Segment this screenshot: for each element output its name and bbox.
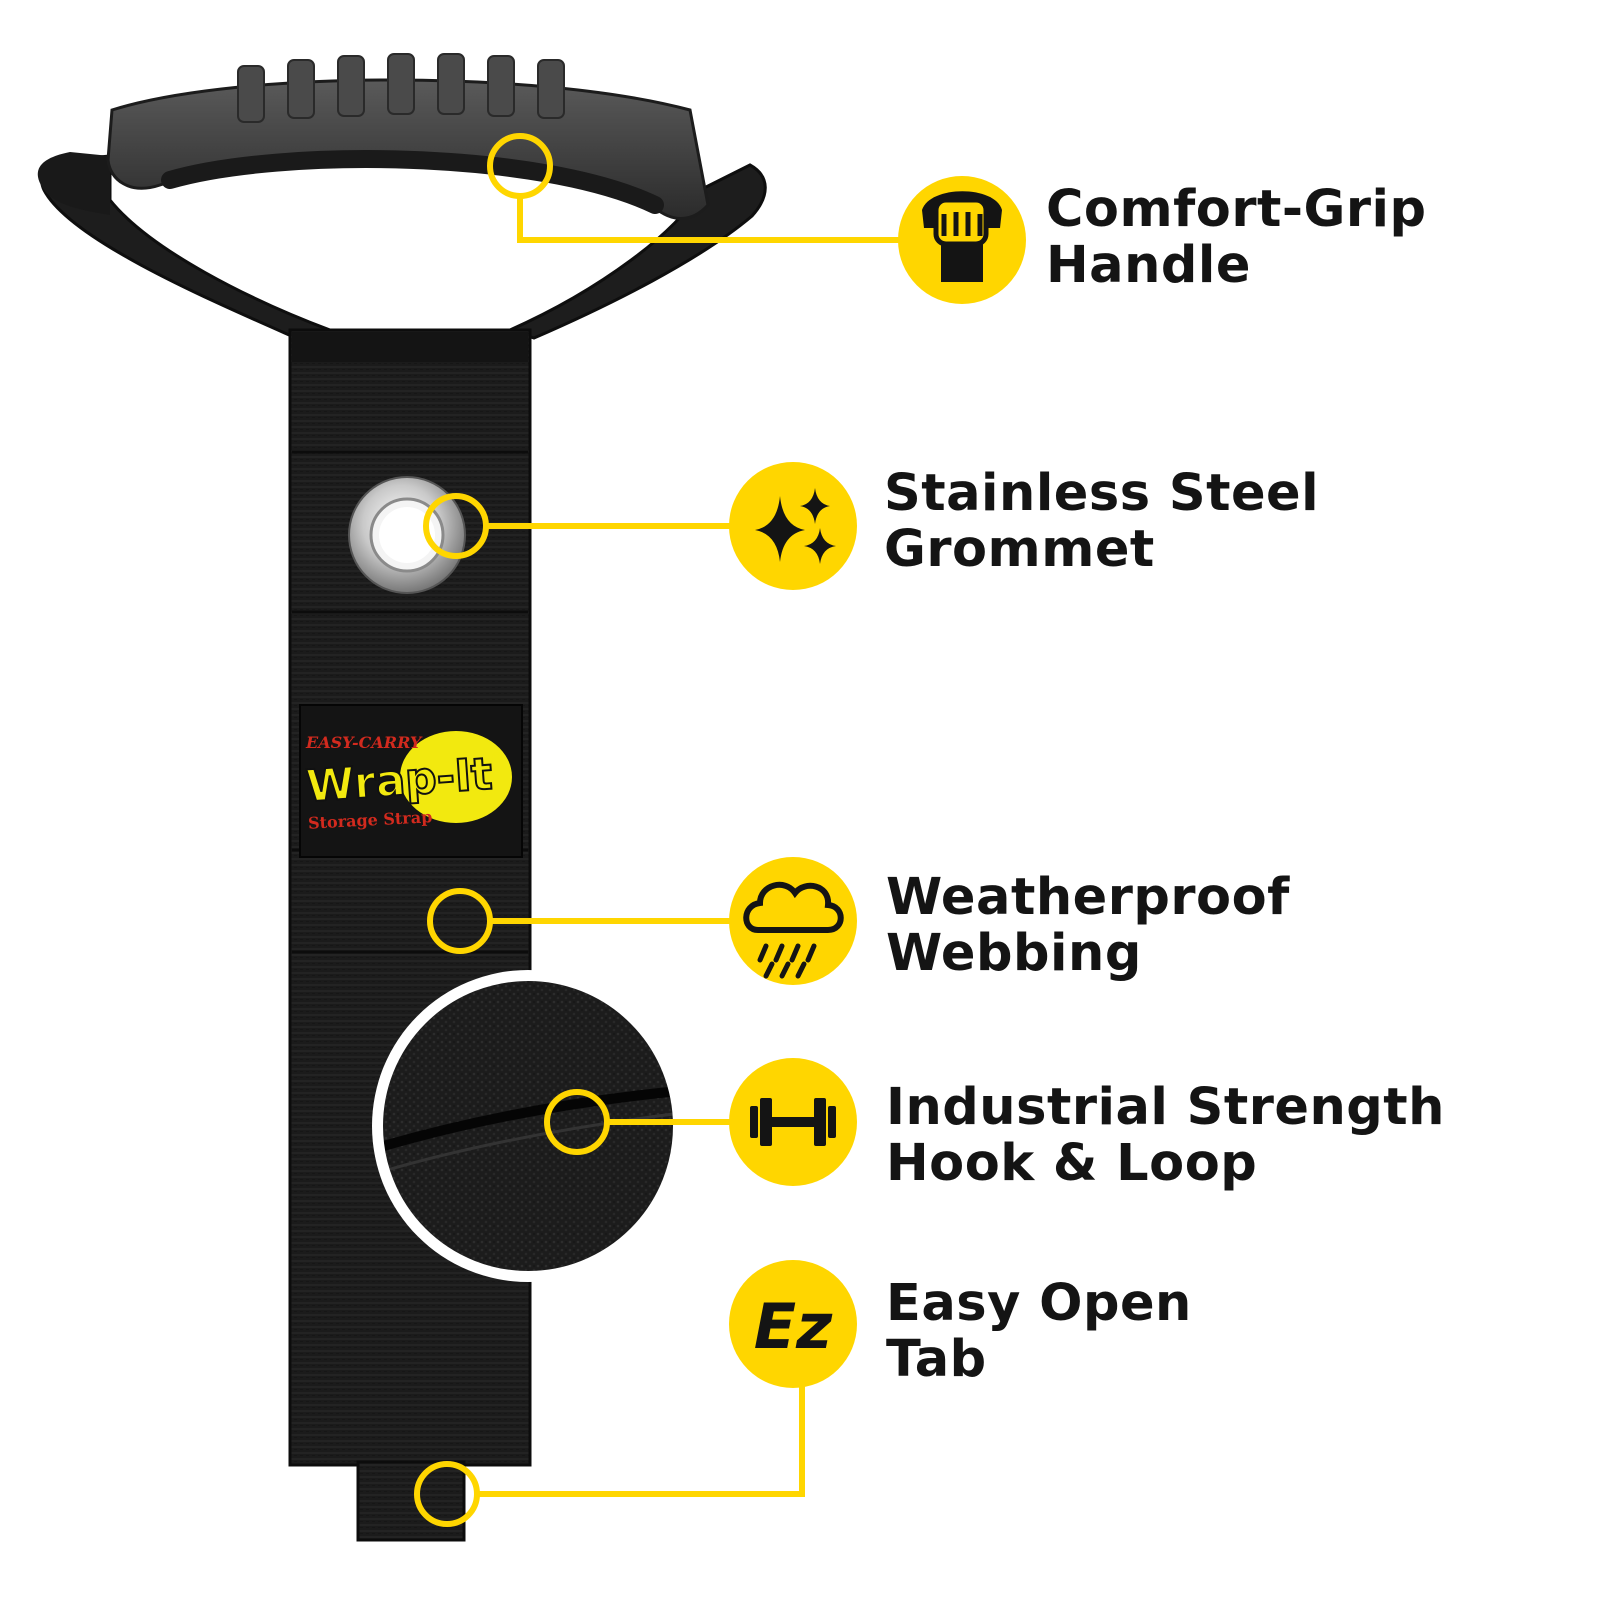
rain-cloud-icon (729, 857, 857, 985)
feature-hook-and-loop: Industrial Strength Hook & Loop (886, 1080, 1445, 1192)
feature-easy-open-tab: Easy Open Tab (886, 1276, 1192, 1388)
feature-title-line2: Webbing (886, 924, 1142, 983)
brand-label: EASY-CARRY Wrap-It ® Storage Strap (299, 704, 523, 858)
comfort-grip (106, 53, 710, 220)
ez-icon: Ez (729, 1260, 857, 1388)
fist-grip-icon (898, 176, 1026, 304)
brand-name: Wrap-It (304, 749, 493, 813)
sparkles-icon (729, 462, 857, 590)
feature-title-line1: Industrial Strength (886, 1078, 1445, 1137)
feature-title-line1: Comfort-Grip (1046, 180, 1427, 239)
feature-title-line2: Handle (1046, 236, 1251, 295)
feature-title-line2: Tab (886, 1330, 987, 1389)
feature-title-line1: Stainless Steel (884, 464, 1320, 523)
feature-comfort-grip-handle: Comfort-Grip Handle (1046, 182, 1427, 294)
brand-registered-mark: ® (490, 750, 504, 766)
ez-icon-text: Ez (754, 1290, 833, 1363)
feature-title-line1: Easy Open (886, 1274, 1192, 1333)
callout-lines (414, 133, 902, 1527)
dumbbell-icon (729, 1058, 857, 1186)
hook-loop-zoom (372, 970, 684, 1282)
brand-tagline-top: EASY-CARRY (305, 733, 423, 752)
feature-weatherproof-webbing: Weatherproof Webbing (886, 870, 1290, 982)
feature-title-line2: Grommet (884, 520, 1155, 579)
feature-title-line1: Weatherproof (886, 868, 1290, 927)
feature-stainless-steel-grommet: Stainless Steel Grommet (884, 466, 1319, 578)
feature-title-line2: Hook & Loop (886, 1134, 1258, 1193)
